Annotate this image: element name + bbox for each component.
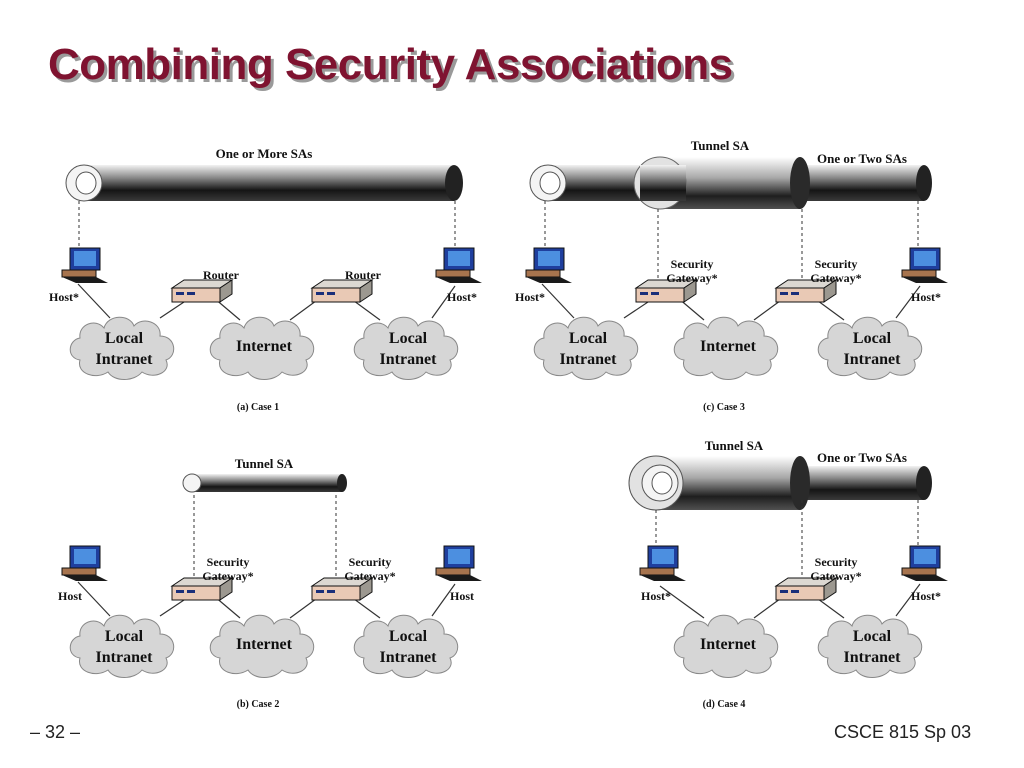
cloud-label: Internet — [236, 636, 293, 653]
sa-tube-left-end — [182, 473, 202, 493]
gateway-label: Security — [207, 555, 250, 569]
gateway-label: Gateway* — [344, 569, 395, 583]
tunnel-label: Tunnel SA — [691, 138, 750, 153]
host-computer-icon — [435, 545, 483, 582]
cloud-icon — [533, 316, 639, 380]
cloud-label: Local — [105, 330, 144, 347]
router-label: Router — [345, 268, 382, 282]
cloud-label: Intranet — [844, 351, 902, 368]
router-label: Router — [203, 268, 240, 282]
sa-tube-right-end — [445, 165, 463, 201]
cloud-label: Internet — [236, 338, 293, 355]
host-label: Host — [58, 589, 82, 603]
sa-label: One or Two SAs — [817, 450, 907, 465]
host-computer-icon — [435, 247, 483, 284]
host-computer-icon — [639, 545, 687, 582]
cloud-icon — [817, 316, 923, 380]
cloud-label: Local — [853, 330, 892, 347]
sa-tube — [192, 474, 342, 492]
case-caption: (a) Case 1 — [237, 402, 279, 413]
case-2-diagram: Tunnel SA Host Host Security Gateway* Se… — [58, 456, 483, 710]
sa-label: Tunnel SA — [235, 456, 294, 471]
cloud-label: Intranet — [380, 649, 438, 666]
cloud-icon — [353, 316, 459, 380]
host-label: Host* — [641, 589, 671, 603]
host-label: Host — [450, 589, 474, 603]
gateway-label: Security — [671, 257, 714, 271]
sa-tube — [84, 165, 454, 201]
host-computer-icon — [525, 247, 573, 284]
case-1-diagram: One or More SAs Host* Host* Router Route… — [49, 146, 483, 413]
cloud-icon — [69, 614, 175, 678]
gateway-label: Gateway* — [202, 569, 253, 583]
host-label: Host* — [515, 290, 545, 304]
cloud-label: Internet — [700, 338, 757, 355]
host-computer-icon — [901, 247, 949, 284]
gateway-label: Security — [349, 555, 392, 569]
cloud-label: Intranet — [96, 351, 154, 368]
gateway-label: Security — [815, 555, 858, 569]
sa-label: One or Two SAs — [817, 151, 907, 166]
slide-title: Combining Security Associations — [48, 40, 733, 89]
gateway-label: Gateway* — [810, 271, 861, 285]
cloud-label: Intranet — [96, 649, 154, 666]
case-3-diagram: Tunnel SA One or Two SAs Host* Host* Sec… — [515, 138, 949, 413]
sa-label: One or More SAs — [216, 146, 313, 161]
cloud-icon — [353, 614, 459, 678]
cloud-label: Intranet — [560, 351, 618, 368]
case-4-diagram: Tunnel SA One or Two SAs Host* Host* Sec… — [628, 438, 949, 710]
case-caption: (d) Case 4 — [703, 699, 746, 710]
gateway-label: Security — [815, 257, 858, 271]
gateway-label: Gateway* — [666, 271, 717, 285]
cloud-label: Local — [105, 628, 144, 645]
cloud-label: Local — [569, 330, 608, 347]
case-caption: (b) Case 2 — [237, 699, 280, 710]
cloud-label: Local — [389, 330, 428, 347]
cloud-label: Local — [853, 628, 892, 645]
router-icon — [171, 279, 233, 303]
host-label: Host* — [447, 290, 477, 304]
host-computer-icon — [61, 247, 109, 284]
router-icon — [311, 279, 373, 303]
gateway-label: Gateway* — [810, 569, 861, 583]
cloud-label: Intranet — [380, 351, 438, 368]
host-label: Host* — [49, 290, 79, 304]
cloud-icon — [69, 316, 175, 380]
slide-number: – 32 – — [30, 722, 81, 742]
host-label: Host* — [911, 290, 941, 304]
course-label: CSCE 815 Sp 03 — [834, 722, 972, 742]
cloud-label: Internet — [700, 636, 757, 653]
host-computer-icon — [61, 545, 109, 582]
cloud-icon — [817, 614, 923, 678]
case-caption: (c) Case 3 — [703, 402, 745, 413]
host-label: Host* — [911, 589, 941, 603]
cloud-label: Intranet — [844, 649, 902, 666]
cloud-label: Local — [389, 628, 428, 645]
host-computer-icon — [901, 545, 949, 582]
tunnel-label: Tunnel SA — [705, 438, 764, 453]
